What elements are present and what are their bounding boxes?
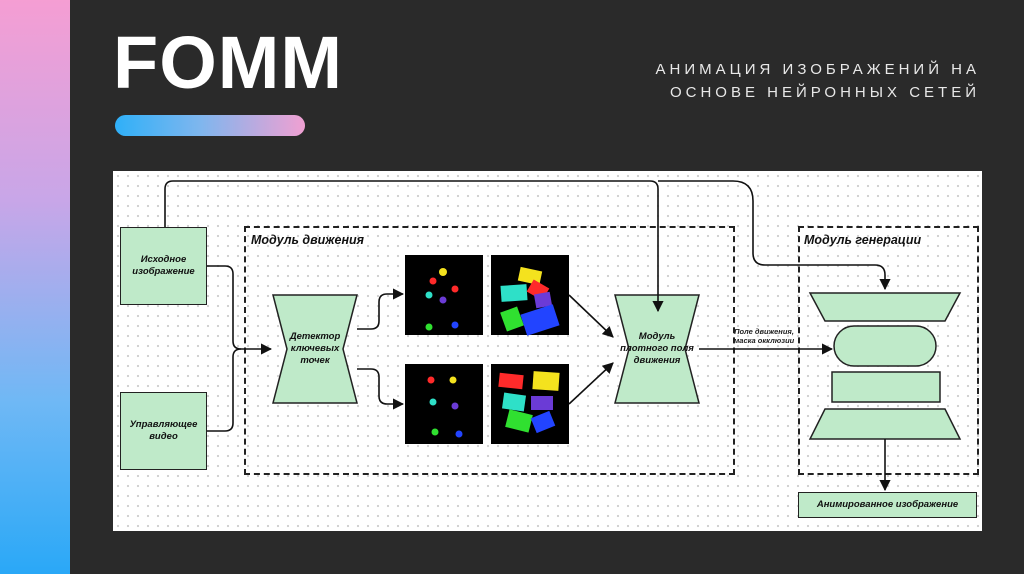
generator-bottleneck-pill <box>834 326 936 366</box>
side-gradient-strip <box>0 0 70 574</box>
generator-encoder-trapezoid <box>810 293 960 321</box>
detector-to-source-kp-edge <box>357 294 403 329</box>
source-to-dense-edge <box>165 181 658 311</box>
source-keypoint-dots <box>426 268 459 331</box>
source-to-generator-edge <box>658 181 885 289</box>
source-transform-to-dense-edge <box>569 295 613 337</box>
driving-transform-to-dense-edge <box>569 363 613 404</box>
generator-decoder-trapezoid <box>810 409 960 439</box>
driving-keypoint-dots <box>428 377 463 438</box>
generator-feature-block <box>832 372 940 402</box>
dense-motion-node: Модуль плотного поля движения <box>618 327 696 371</box>
source-to-detector-edge <box>207 266 271 349</box>
detector-to-driving-kp-edge <box>357 369 403 404</box>
keypoint-detector-node: Детектор ключевых точек <box>285 327 345 371</box>
page-title: FOMM <box>113 26 343 100</box>
diagram-panel: Модуль движения Модуль генерации Исходно… <box>113 171 982 531</box>
page-subtitle: АНИМАЦИЯ ИЗОБРАЖЕНИЙ НА ОСНОВЕ НЕЙРОННЫХ… <box>560 58 980 104</box>
subtitle-line-1: АНИМАЦИЯ ИЗОБРАЖЕНИЙ НА <box>560 58 980 81</box>
driving-transform-tiles <box>498 371 559 433</box>
driving-to-detector-edge <box>207 349 241 431</box>
diagram-drawing <box>113 171 982 531</box>
title-underline-bar <box>115 115 305 136</box>
source-transform-tiles <box>500 267 559 336</box>
subtitle-line-2: ОСНОВЕ НЕЙРОННЫХ СЕТЕЙ <box>560 81 980 104</box>
